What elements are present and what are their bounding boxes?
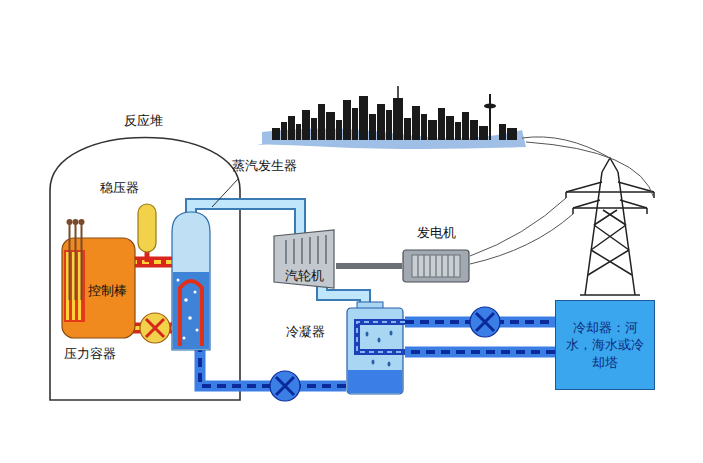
part-label: 蒸汽发生器	[232, 158, 297, 174]
generator-water	[173, 272, 209, 349]
condenser-shape	[345, 302, 405, 396]
steam-bubbles	[177, 279, 199, 340]
turbine: 汽轮机	[272, 230, 336, 288]
primary-pump	[140, 313, 170, 343]
exhaust-pipe-stroke	[322, 286, 365, 304]
pressurizer	[138, 204, 156, 252]
steam-generator	[172, 212, 210, 350]
part-label: 稳压器	[100, 180, 139, 196]
cooling-pump	[470, 307, 500, 337]
pressure-vessel	[62, 238, 135, 338]
cooling-pipe-stroke	[405, 350, 555, 354]
cooling-pipe	[405, 352, 555, 353]
cooling-pipe-stroke	[405, 347, 555, 358]
node-label: 发电机	[382, 225, 490, 241]
node-label: 冷却器：河水，海水或冷却塔	[560, 319, 650, 372]
power-wires	[470, 137, 654, 264]
generator-shape	[402, 247, 470, 285]
u-tube	[180, 281, 202, 346]
feedwater-pump	[270, 371, 300, 401]
condenser: 冷凝器	[345, 302, 405, 396]
leader-line	[212, 179, 238, 207]
part-label: 压力容器	[64, 346, 116, 362]
part-label: 反应堆	[124, 113, 163, 129]
turbine-shaft-stroke	[336, 263, 402, 269]
part-label: 控制棒	[88, 283, 127, 299]
containment-building	[50, 138, 240, 401]
node-label: 汽轮机	[272, 268, 336, 284]
node-label: 冷凝器	[286, 324, 325, 340]
transmission-tower	[566, 158, 654, 295]
exhaust-pipe-stroke	[322, 286, 365, 304]
fuel-elements	[66, 252, 81, 320]
generator: 发电机	[402, 247, 470, 285]
turbine-shaft	[336, 266, 402, 267]
city-skyline	[272, 86, 517, 140]
cooler-box: 冷却器：河水，海水或冷却塔	[555, 300, 655, 390]
control-rods	[67, 219, 85, 300]
exhaust-pipe	[322, 286, 365, 304]
